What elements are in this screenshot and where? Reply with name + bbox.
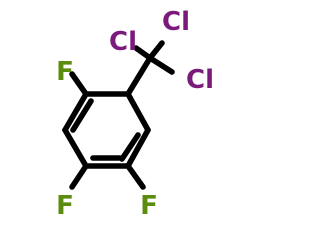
benzene-ring (62, 91, 151, 169)
bond-c-cl-top (133, 45, 153, 61)
ring-double-bond-inner-2 (70, 98, 94, 133)
substituent-bonds (69, 40, 175, 190)
ring-bond-c2-c3 (125, 127, 151, 169)
bond-ring-to-f-bottom-right (125, 163, 146, 190)
bond-ring-to-f-left (69, 71, 89, 97)
fluorine-label-left: F (56, 57, 74, 87)
chlorine-label-top-left: Cl (109, 27, 137, 57)
bond-c-cl-right (147, 55, 175, 75)
atom-labels: Cl Cl Cl F F F (56, 7, 214, 221)
ring-bond-c1-c2 (125, 91, 151, 133)
chlorine-label-top-right: Cl (162, 7, 190, 37)
ring-bond-c4-c5 (62, 127, 89, 169)
ring-bond-c5-c6 (62, 91, 89, 133)
bond-c-cl-upper-right (147, 40, 165, 61)
fluorine-label-bottom-right: F (140, 191, 158, 221)
chlorine-label-right: Cl (186, 65, 214, 95)
bond-ring-to-ccl3 (125, 55, 153, 97)
molecule-diagram: Cl Cl Cl F F F (56, 7, 214, 221)
bond-ring-to-f-bottom-left (69, 163, 89, 190)
ring-double-bond-inner-1 (119, 132, 141, 162)
fluorine-label-bottom-left: F (56, 191, 74, 221)
